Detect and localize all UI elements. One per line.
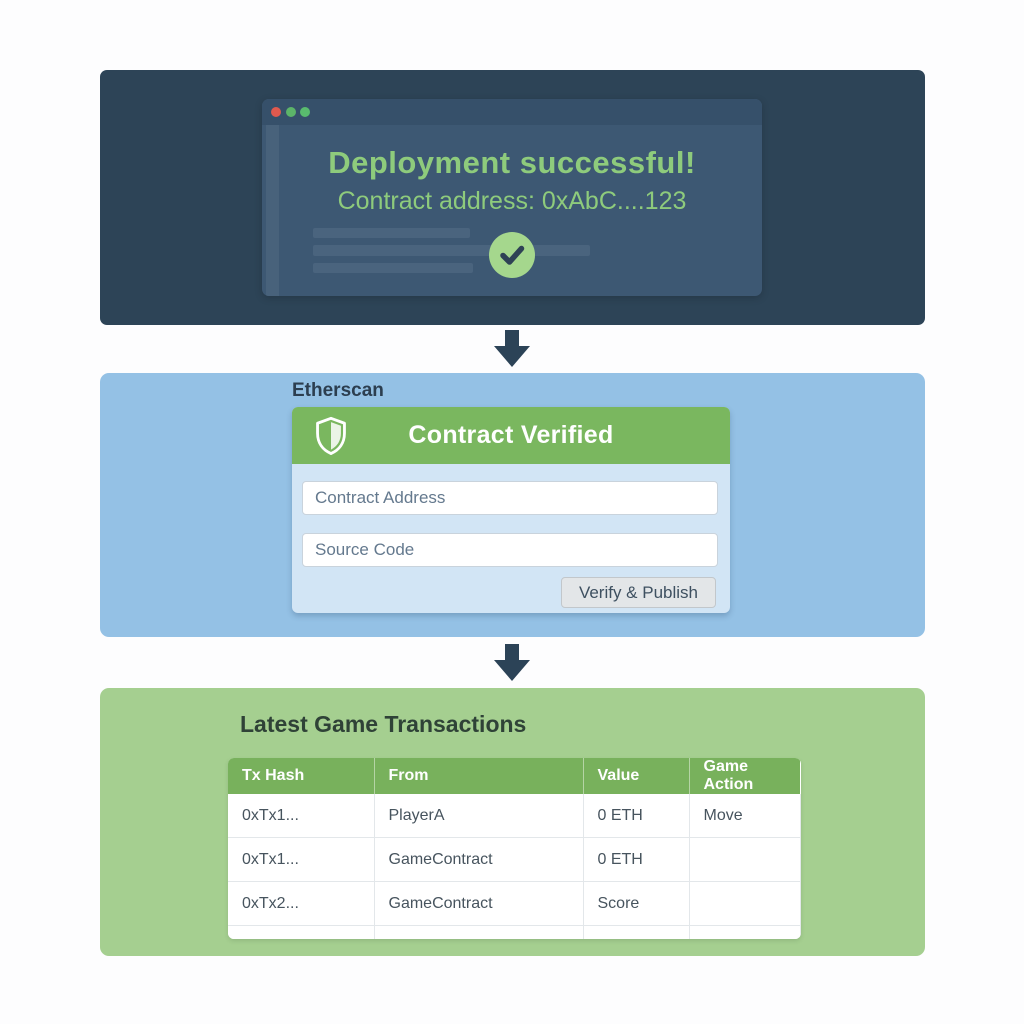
- skeleton-line: [313, 245, 590, 256]
- cell-from: PlayerA: [374, 794, 584, 838]
- cell-from: GameContract: [374, 837, 584, 882]
- source-code-input[interactable]: [302, 533, 718, 567]
- verified-header-title: Contract Verified: [408, 421, 614, 449]
- cell-tx-hash: 0xTx2...: [228, 881, 375, 926]
- maximize-window-dot-icon[interactable]: [300, 107, 310, 117]
- close-window-dot-icon[interactable]: [271, 107, 281, 117]
- table-row: 0xTx1... PlayerA 0 ETH Move: [228, 794, 801, 838]
- table-row: 0xTx2... GameContract Score: [228, 881, 801, 926]
- deployment-panel: Deployment successful! Contract address:…: [100, 70, 925, 325]
- minimize-window-dot-icon[interactable]: [286, 107, 296, 117]
- verified-header: Contract Verified: [292, 407, 730, 464]
- cell-game-action: [689, 881, 801, 926]
- cell-value: Score: [583, 881, 690, 926]
- etherscan-label: Etherscan: [292, 380, 384, 401]
- browser-sidebar-strip: [266, 125, 279, 296]
- contract-verified-card: Contract Verified Verify & Publish: [292, 407, 730, 613]
- skeleton-line: [313, 228, 470, 238]
- cell-tx-hash: 0xTx1...: [228, 794, 375, 838]
- down-arrow-icon: [490, 330, 534, 368]
- cell-value: 0 ETH: [583, 837, 690, 882]
- column-header-tx-hash: Tx Hash: [228, 758, 375, 794]
- transactions-panel: Latest Game Transactions Tx Hash From Va…: [100, 688, 925, 956]
- browser-titlebar: [262, 99, 762, 125]
- cell-value: 0 ETH: [583, 794, 690, 838]
- skeleton-line: [313, 263, 473, 273]
- cell-game-action: Move: [689, 794, 801, 838]
- cell-tx-hash: 0xTx1...: [228, 837, 375, 882]
- verify-publish-button[interactable]: Verify & Publish: [560, 577, 716, 608]
- contract-address-input[interactable]: [302, 481, 718, 515]
- down-arrow-icon: [490, 644, 534, 682]
- column-header-game-action: Game Action: [689, 758, 800, 794]
- check-circle-icon: [489, 232, 535, 278]
- cell-game-action: [689, 837, 801, 882]
- shield-icon: [314, 416, 348, 456]
- transactions-title: Latest Game Transactions: [240, 711, 527, 737]
- deployment-success-title: Deployment successful!: [328, 145, 696, 180]
- table-row-partial: [228, 925, 801, 939]
- table-row: 0xTx1... GameContract 0 ETH: [228, 837, 801, 882]
- column-header-value: Value: [583, 758, 690, 794]
- column-header-from: From: [374, 758, 584, 794]
- contract-address-text: Contract address: 0xAbC....123: [337, 187, 687, 215]
- table-header-row: Tx Hash From Value Game Action: [228, 758, 800, 794]
- cell-from: GameContract: [374, 881, 584, 926]
- etherscan-panel: Etherscan Contract Verified Verify & Pub…: [100, 373, 925, 637]
- browser-window: Deployment successful! Contract address:…: [262, 99, 762, 296]
- transactions-table: Tx Hash From Value Game Action 0xTx1... …: [228, 758, 801, 939]
